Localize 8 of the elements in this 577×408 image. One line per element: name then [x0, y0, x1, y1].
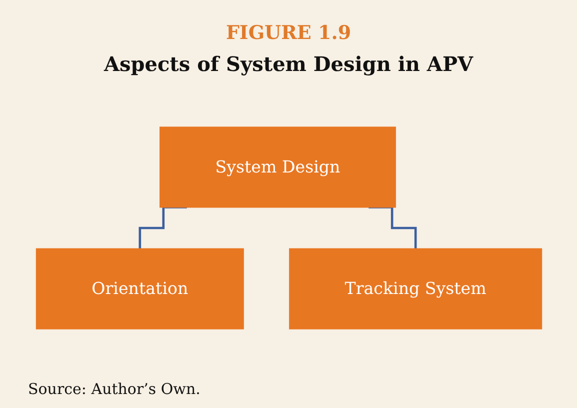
node-box: Orientation	[35, 248, 244, 330]
node-box: System Design	[159, 126, 396, 208]
caption: Source: Author’s Own.	[28, 380, 200, 398]
node-box: Tracking System	[288, 248, 542, 330]
figure-number: FIGURE 1.9	[226, 22, 352, 44]
diagram-title: Aspects of System Design in APV	[104, 52, 474, 76]
connector	[138, 206, 186, 250]
connector	[368, 206, 416, 250]
